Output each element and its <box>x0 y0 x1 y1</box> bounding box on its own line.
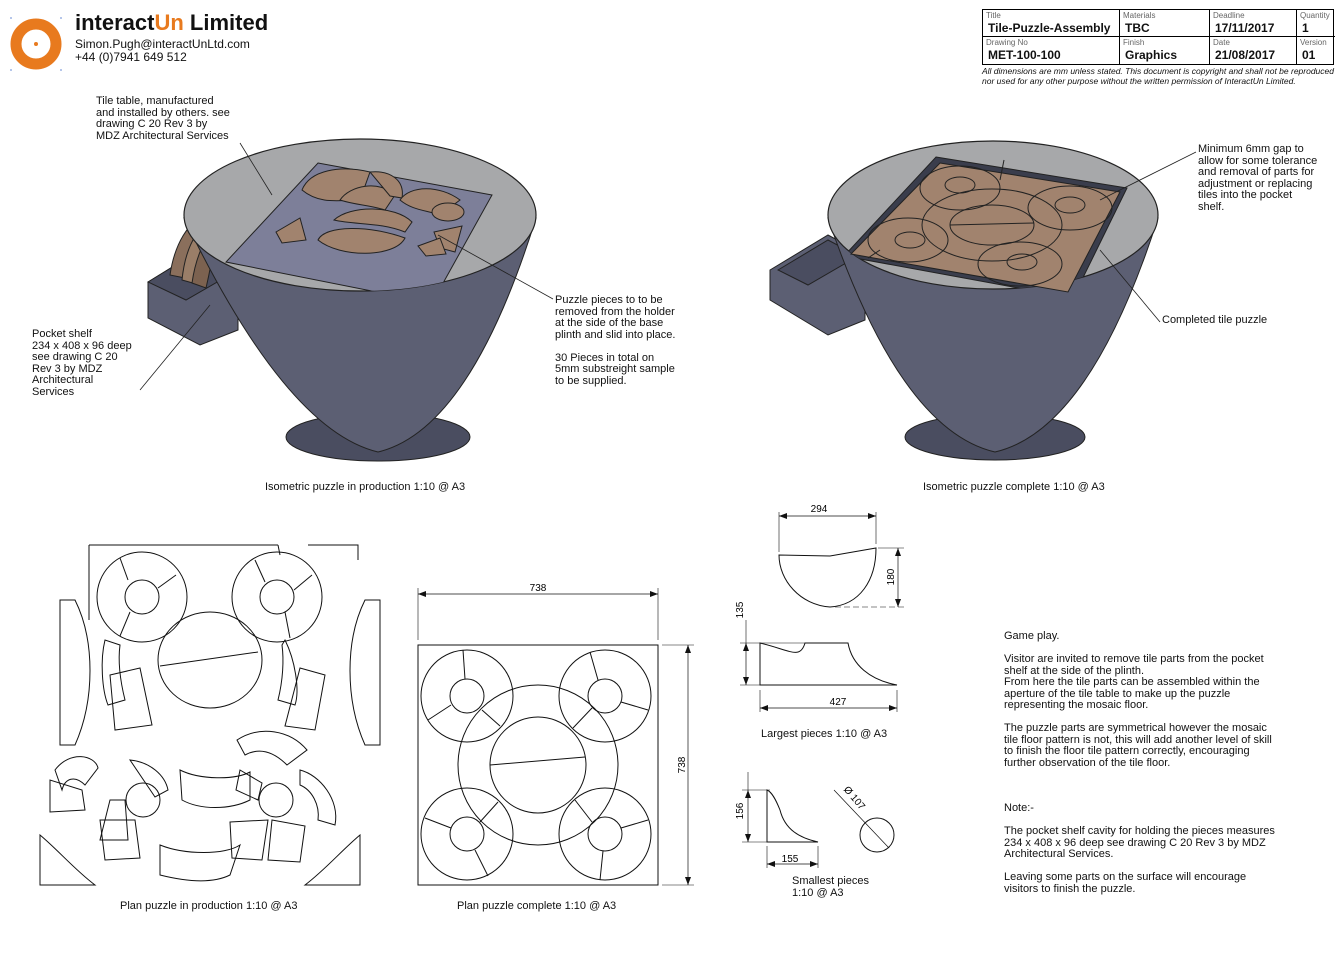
dim-large-base-width: 427 <box>830 697 847 708</box>
isometric-production-view <box>146 138 537 462</box>
dim-plan-width: 738 <box>530 583 547 594</box>
company-logo <box>10 17 62 71</box>
dim-plan-height: 738 <box>677 756 688 773</box>
company-contact: Simon.Pugh@interactUnLtd.com +44 (0)7941… <box>75 37 250 64</box>
dim-small-width: 155 <box>782 854 799 865</box>
caption-plan-production: Plan puzzle in production 1:10 @ A3 <box>120 900 298 912</box>
note-min-gap: Minimum 6mm gap to allow for some tolera… <box>1198 143 1318 213</box>
largest-pieces-view <box>740 512 904 712</box>
note-completed: Completed tile puzzle <box>1162 314 1268 326</box>
company-name: interactUn Limited <box>75 10 269 35</box>
plan-production-view <box>39 544 381 886</box>
note-pocket-shelf: Pocket shelf 234 x 408 x 96 deep see dra… <box>32 328 132 398</box>
dim-small-height: 156 <box>735 802 746 819</box>
isometric-complete-view <box>769 140 1159 461</box>
dim-large-height: 180 <box>886 568 897 585</box>
note-text: Note:- The pocket shelf cavity for holdi… <box>1004 802 1275 895</box>
plan-complete-view <box>417 588 694 886</box>
note-puzzle-pieces: Puzzle pieces to to be removed from the … <box>555 294 676 387</box>
game-play-text: Game play. Visitor are invited to remove… <box>1004 630 1272 769</box>
caption-iso-production: Isometric puzzle in production 1:10 @ A3 <box>265 481 466 493</box>
dim-small-diameter: Ø 107 <box>841 784 867 812</box>
smallest-pieces-view <box>742 772 895 868</box>
caption-smallest: Smallest pieces 1:10 @ A3 <box>792 875 870 899</box>
dim-large-width: 294 <box>811 504 828 515</box>
caption-plan-complete: Plan puzzle complete 1:10 @ A3 <box>457 900 617 912</box>
caption-largest: Largest pieces 1:10 @ A3 <box>761 728 888 740</box>
note-tile-table: Tile table, manufactured and installed b… <box>96 95 230 142</box>
copyright-disclaimer: All dimensions are mm unless stated. Thi… <box>982 66 1334 86</box>
dim-large-base-height: 135 <box>735 601 746 618</box>
caption-iso-complete: Isometric puzzle complete 1:10 @ A3 <box>923 481 1105 493</box>
